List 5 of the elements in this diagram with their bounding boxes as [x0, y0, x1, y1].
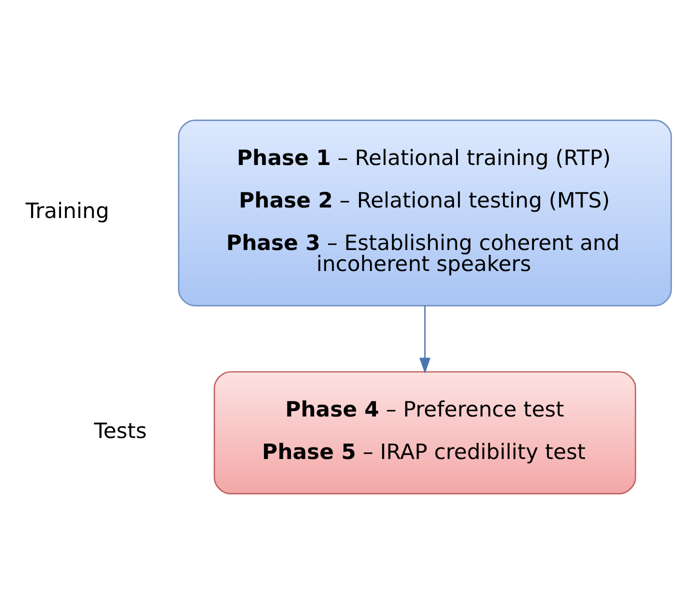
- node-box: Phase 4 – Preference test Phase 5 – IRAP credibility test: [214, 370, 636, 494]
- node-box: Phase 1 – Relational training (RTP) Phase 2 – Relational testing (MTS) Phase 3 – Establishing coherent and incoherent speakers: [178, 119, 672, 306]
- arrow: [419, 305, 430, 374]
- node-label: Training: [26, 198, 110, 223]
- node-label: Tests: [94, 417, 147, 442]
